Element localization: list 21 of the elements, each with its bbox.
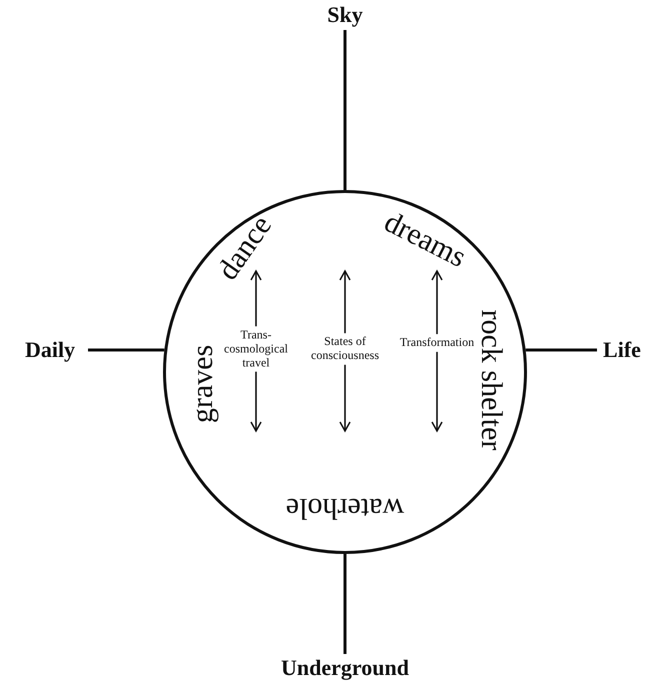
circle-outline	[163, 190, 527, 554]
connector-line	[526, 348, 597, 352]
direction-label: Underground	[281, 654, 409, 680]
connector-line	[88, 348, 164, 352]
rim-label: waterhole	[286, 493, 404, 523]
arrow	[431, 352, 443, 432]
concept-label: Trans- cosmological travel	[223, 328, 289, 370]
rim-label: rock shelter	[476, 310, 506, 450]
arrow	[339, 270, 351, 334]
arrow	[250, 372, 262, 432]
arrow	[339, 364, 351, 432]
arrow	[250, 270, 262, 326]
direction-label: Daily	[24, 337, 76, 363]
direction-label: Sky	[327, 2, 363, 28]
connector-line	[344, 30, 346, 190]
direction-label: Life	[603, 337, 641, 363]
rim-label: graves	[188, 344, 218, 424]
arrow	[431, 270, 443, 334]
concept-label: States of consciousness	[310, 335, 380, 363]
connector-line	[344, 554, 346, 654]
concept-label: Transformation	[398, 336, 476, 350]
